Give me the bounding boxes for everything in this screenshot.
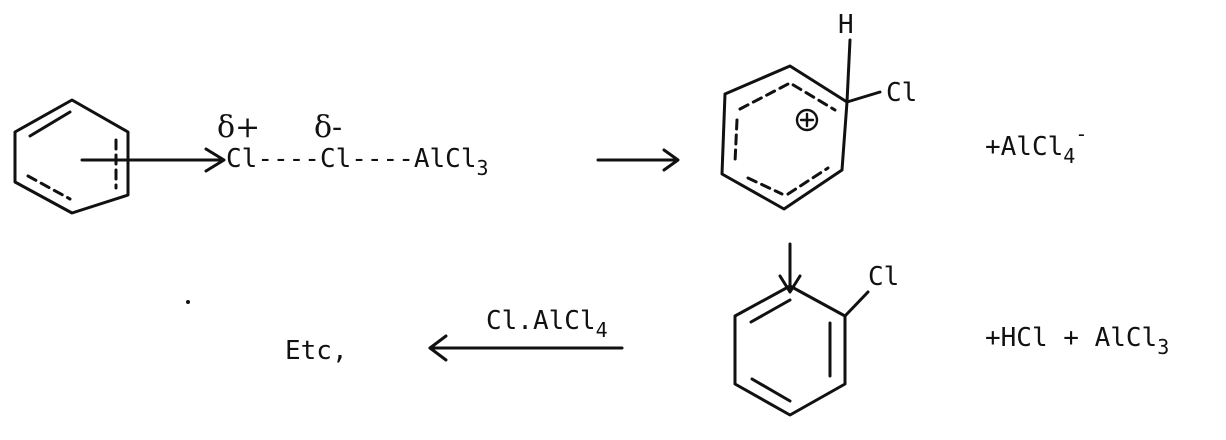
- bond-dashes-first: ----: [257, 144, 320, 174]
- speck-mark: [186, 300, 190, 304]
- arrow-to-sigma-complex: [596, 148, 680, 172]
- aluminum-chloride: AlCl: [413, 144, 477, 174]
- positive-charge-circle: [795, 108, 819, 132]
- etc-label: Etc,: [285, 336, 348, 366]
- arrow-to-etc: [428, 334, 624, 362]
- byproducts-subscript: 3: [1157, 335, 1170, 359]
- chlorine-second: Cl: [319, 144, 352, 174]
- chlorine-first: Cl: [226, 144, 258, 174]
- aluminum-chloride-subscript: 3: [476, 156, 489, 180]
- byproducts-label: +HCl + AlCl3: [985, 325, 1169, 357]
- reagent-base: Cl.AlCl: [486, 306, 596, 336]
- reagent-subscript: 4: [595, 318, 608, 342]
- arrow-down: [778, 242, 802, 294]
- tetrachloroaluminate-subscript: 4: [1063, 144, 1076, 168]
- tetrachloroaluminate-charge: -: [1075, 122, 1088, 146]
- sigma-chlorine-label: Cl: [886, 78, 918, 108]
- byproducts-base: +HCl + AlCl: [985, 323, 1158, 353]
- product-chlorine-label: Cl: [868, 262, 900, 292]
- complex-formula: Cl----Cl----AlCl3: [226, 146, 489, 178]
- hydrogen-label: H: [838, 10, 854, 40]
- chlorobenzene-ring: [733, 284, 870, 417]
- positive-charge-label: ⊕: [800, 111, 801, 112]
- sigma-complex-ring: [720, 38, 882, 211]
- benzene-ring: [13, 98, 130, 215]
- tetrachloroaluminate-label: +AlCl4-: [985, 124, 1087, 166]
- delta-minus-label: δ-: [314, 110, 343, 145]
- delta-plus-label: δ+: [217, 110, 261, 145]
- arrow-to-complex: [80, 147, 226, 173]
- tetrachloroaluminate-base: +AlCl: [985, 132, 1064, 162]
- bond-dashes-second: ----: [351, 144, 414, 174]
- reagent-label: Cl.AlCl4: [486, 308, 608, 340]
